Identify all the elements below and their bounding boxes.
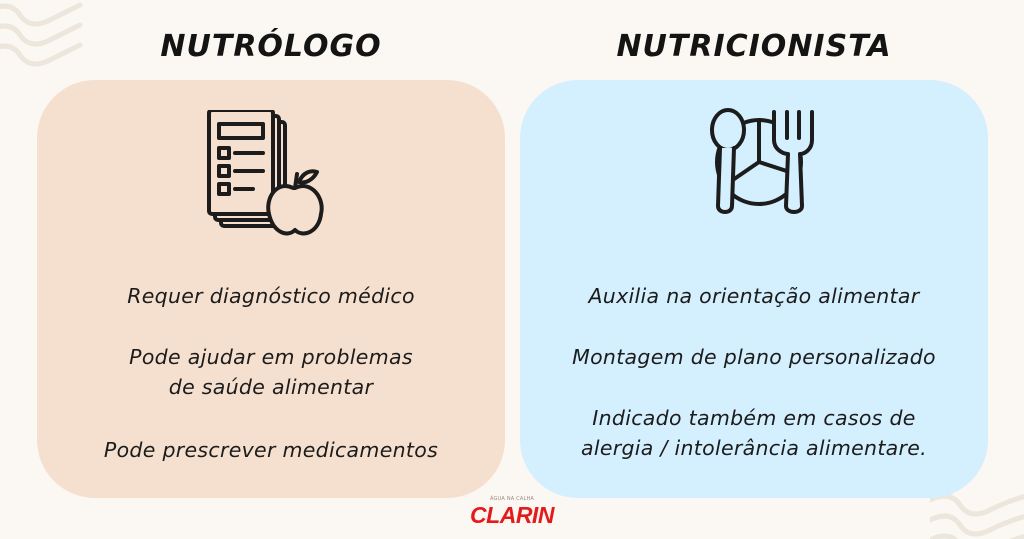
nutrologo-item-3: de saúde alimentar bbox=[168, 375, 374, 399]
nutricionista-item-1: Auxilia na orientação alimentar bbox=[588, 284, 920, 308]
decorative-waves-top-left bbox=[0, 2, 83, 67]
decorative-waves-bottom-right bbox=[930, 493, 1024, 539]
nutricionista-item-4: alergia / intolerância alimentare. bbox=[581, 436, 927, 460]
nutrologo-item-1: Requer diagnóstico médico bbox=[127, 284, 415, 308]
clarin-logo: ÁGUA NA CALHA CLARIN bbox=[460, 496, 564, 527]
nutricionista-title: NUTRICIONISTA bbox=[616, 29, 892, 64]
nutrologo-item-4: Pode prescrever medicamentos bbox=[103, 438, 439, 462]
nutrologo-title: NUTRÓLOGO bbox=[160, 29, 382, 64]
nutricionista-card: Auxilia na orientação alimentar Montagem… bbox=[520, 80, 988, 498]
nutrologo-card: Requer diagnóstico médico Pode ajudar em… bbox=[37, 80, 505, 498]
nutrologo-item-2: Pode ajudar em problemas bbox=[129, 345, 413, 369]
nutricionista-item-2: Montagem de plano personalizado bbox=[572, 345, 936, 369]
brand-tagline: ÁGUA NA CALHA bbox=[489, 496, 535, 502]
brand-name: CLARIN bbox=[470, 502, 554, 528]
document-apple-icon bbox=[207, 110, 324, 236]
plate-cutlery-icon bbox=[710, 108, 814, 214]
nutricionista-item-3: Indicado também em casos de bbox=[592, 406, 916, 430]
